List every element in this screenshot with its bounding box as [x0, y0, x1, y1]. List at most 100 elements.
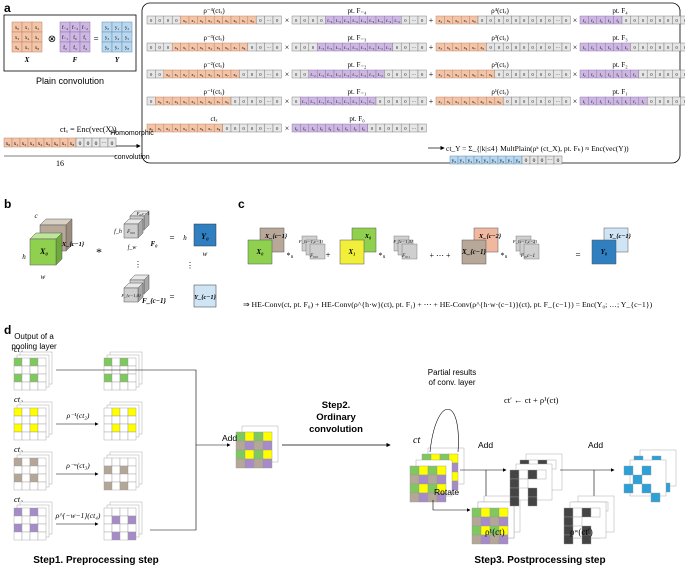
- d-input-0-cell: [21, 357, 31, 367]
- d-input-2-cell: [13, 473, 23, 483]
- right-ct-row-cell: [561, 15, 571, 25]
- right-ct-row-cell-text: x₇: [464, 18, 468, 23]
- d-input-3-cell: [37, 523, 47, 533]
- right-f-row-cell-text: 0: [642, 72, 644, 77]
- left-f-row-cell-text: f₀: [362, 126, 365, 131]
- left-ct-row-cell-text: x₈: [250, 18, 254, 23]
- d-rotated-3-cell: [103, 523, 113, 533]
- b-star: *: [96, 245, 102, 259]
- b-vdots: ⋮: [134, 260, 142, 269]
- left-f-row-cell-text: f₋₃: [369, 45, 375, 50]
- homomorphic-label: Homomorphic: [110, 130, 154, 137]
- cty-cell-text: y₇: [508, 158, 513, 164]
- cty-cell-text: 0: [525, 158, 528, 164]
- ct-prime-label: ct′ ← ct + ρ¹(ct): [504, 395, 559, 405]
- d-rotated-1-cell: [119, 423, 129, 433]
- d-rotate-arrow: [432, 500, 471, 512]
- d-rotated-2-cell: [111, 481, 121, 491]
- d-rotated-1-cell: [127, 423, 137, 433]
- right-ct-row-cell-text: x₈: [489, 72, 493, 77]
- b-xc1-label: X_{c−1}: [61, 241, 85, 248]
- step1-label: Step1. Preprocessing step: [33, 555, 159, 566]
- left-ct-row-cell-text: 0: [251, 99, 253, 104]
- left-ct-row-cell: [272, 123, 282, 133]
- left-f-row-cell-text: 0: [404, 72, 406, 77]
- f-matrix-cell-text: f₋₁: [62, 36, 68, 41]
- d-input-1-cell: [29, 415, 39, 425]
- d-combined-cell: [235, 449, 246, 460]
- left-ct-row-cell-text: 0: [251, 45, 253, 50]
- left-ct-row-cell-text: x₁: [158, 126, 162, 131]
- left-ct-row-cell-text: x₅: [225, 18, 229, 23]
- d-ct-front-cell: [436, 474, 447, 485]
- left-ct-row-cell-text: x₃: [175, 126, 179, 131]
- right-f-row-cell-text: f₃: [608, 45, 611, 50]
- left-ct-row-cell-text: 0: [234, 126, 236, 131]
- right-ct-row-cell-text: 0: [515, 18, 517, 23]
- left-f-row-cell-text: f₋₂: [336, 72, 342, 77]
- d-input-3-cell: [37, 507, 47, 517]
- ctx-cell-text: ⋯: [101, 141, 107, 147]
- right-ct-row-cell-text: x₂: [447, 99, 451, 104]
- left-f-row-cell-text: 0: [396, 72, 398, 77]
- c-front-filter-label: F₀,₀: [309, 254, 318, 259]
- d-rotated-0-cell: [127, 357, 137, 367]
- d-ct-label: ct₃: [14, 444, 23, 454]
- d-ct-front-cell: [418, 465, 429, 476]
- d-rotated-1-cell: [111, 431, 121, 441]
- times-symbol: ×: [285, 43, 290, 52]
- c-plus-1: +: [325, 250, 330, 260]
- d-rho1-front-cell: [489, 516, 500, 527]
- left-f-row-cell-text: 0: [304, 45, 306, 50]
- cty-cell: [553, 155, 563, 165]
- right-ct-row-cell-text: x₆: [472, 72, 476, 77]
- right-ct-row-cell-text: 0: [490, 45, 492, 50]
- left-ct-row-cell-text: 0: [251, 72, 253, 77]
- right-ct-row-cell-text: x₄: [464, 99, 468, 104]
- f-matrix-cell-text: f₂: [63, 46, 67, 51]
- left-f-row-cell-text: 0: [421, 45, 423, 50]
- left-f-row-cell-text: f₋₁: [336, 99, 342, 104]
- b-y0-box: [193, 223, 217, 247]
- add-label-2: Add: [478, 440, 493, 450]
- left-f-row-cell-text: 0: [396, 45, 398, 50]
- d-rotated-2-cell: [103, 481, 113, 491]
- d-rotated-0-cell: [103, 357, 113, 367]
- right-ct-row-cell-text: x₃: [447, 72, 451, 77]
- ctx-cell: [107, 137, 117, 148]
- step3-label: Step3. Postprocessing step: [474, 555, 605, 566]
- x-matrix-cell-text: x₅: [35, 36, 40, 41]
- right-f-row-cell-text: f₃: [616, 45, 619, 50]
- d-input-2-cell: [29, 457, 39, 467]
- d-input-1-cell: [21, 431, 31, 441]
- panel-label-b: b: [4, 197, 11, 211]
- d-rhow-front-cell: [590, 507, 601, 518]
- cty-cell-text: y₁: [460, 158, 465, 164]
- right-ct-row-cell-text: 0: [548, 18, 550, 23]
- left-ct-row-cell-text: x₇: [208, 126, 212, 131]
- d-input-3-cell: [29, 515, 39, 525]
- d-input-3-cell: [13, 531, 23, 541]
- right-ct-row-cell-text: x₇: [489, 99, 493, 104]
- left-ct-row-cell-text: x₆: [233, 18, 237, 23]
- step2-line3: convolution: [309, 424, 363, 435]
- f-matrix-cell-text: f₄: [83, 46, 87, 51]
- left-f-row-cell-text: f₋₁: [319, 99, 325, 104]
- cty-cell-text: y₀: [452, 158, 457, 164]
- panel-label-c: c: [238, 197, 245, 211]
- right-f-row-cell-text: 0: [667, 99, 669, 104]
- d-combined-cell: [244, 431, 255, 442]
- left-ct-row-cell-text: x₄: [208, 45, 212, 50]
- d-final-front-cell: [632, 474, 643, 485]
- right-ct-row-cell-text: 0: [548, 45, 550, 50]
- d-rotated-0-cell: [127, 373, 137, 383]
- left-rho-label: ctₓ: [210, 115, 218, 123]
- left-rho-label: ρ⁻¹(ctₓ): [203, 88, 225, 96]
- d-ct-front-cell: [418, 474, 429, 485]
- left-f-row-cell-text: f₀: [337, 126, 340, 131]
- c-back-label: X_{c−2}: [478, 233, 502, 240]
- d-input-3-cell: [21, 515, 31, 525]
- b-f00-label: F₀,₀: [126, 230, 135, 235]
